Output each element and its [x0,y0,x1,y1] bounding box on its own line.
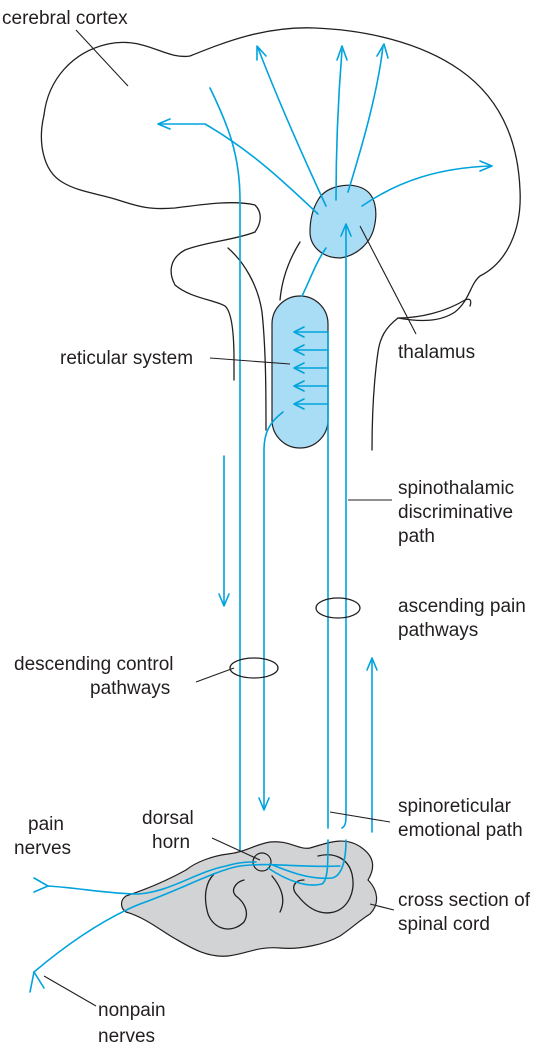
label-dorsal-line2: horn [152,832,190,853]
thalamus-to-cortex-3 [336,50,342,200]
cerebral-underside-outline [41,115,260,232]
spinal-cord-cross-section [122,841,377,956]
nonpain-nerve-branch-1 [30,972,34,992]
thalamus-to-cortex-2 [258,48,326,206]
label-spinoreticular-line1: spinoreticular [398,796,512,817]
pathways [158,44,492,884]
label-spinothalamic-line2: discriminative [398,502,513,523]
label-ascending-line1: ascending pain [398,596,526,617]
thalamus-to-cortex-4 [348,46,383,192]
brainstem-right-outline [280,242,300,300]
descending-pathway-long [210,88,240,882]
spinal-cord-body [122,841,377,956]
label-dorsal-line1: dorsal [142,808,194,829]
cerebral-cortex-leader [76,30,128,86]
label-descending-line2: pathways [90,678,170,699]
descending-pathway-short [264,412,283,808]
thalamus-to-cortex-5 [362,166,490,206]
spinothalamic-path [342,226,346,828]
pain-nerve-branch-1 [34,878,48,886]
pain-nerve-branch-2 [34,886,48,892]
reticular-to-thalamus-path [302,248,326,296]
label-descending-line1: descending control [14,654,174,675]
label-pain-line1: pain [28,814,64,835]
thalamus-region [310,185,376,258]
label-spinothalamic-line3: path [398,526,435,547]
label-cross-section-line1: cross section of [398,890,531,911]
label-cerebral-cortex: cerebral cortex [2,8,128,29]
reticular-system-region [272,296,328,448]
label-thalamus: thalamus [398,342,475,363]
label-spinoreticular-line2: emotional path [398,820,523,841]
label-nonpain-line1: nonpain [98,1000,166,1021]
nonpain-nerve-branch-2 [34,972,44,988]
thalamus-leader [360,226,416,334]
label-ascending-line2: pathways [398,620,478,641]
label-spinothalamic-line1: spinothalamic [398,478,514,499]
label-cross-section-line2: spinal cord [398,914,490,935]
label-pain-line2: nerves [14,838,71,859]
cerebellum-outline [398,299,471,318]
nonpain-nerve-leader [44,976,96,1006]
label-nonpain-line2: nerves [98,1026,155,1047]
label-reticular-system: reticular system [60,348,193,369]
descending-pathways-ring [230,658,278,678]
spinoreticular-leader [330,812,390,822]
descending-ring-leader [196,668,234,682]
ascending-pathways-ring [316,598,360,618]
